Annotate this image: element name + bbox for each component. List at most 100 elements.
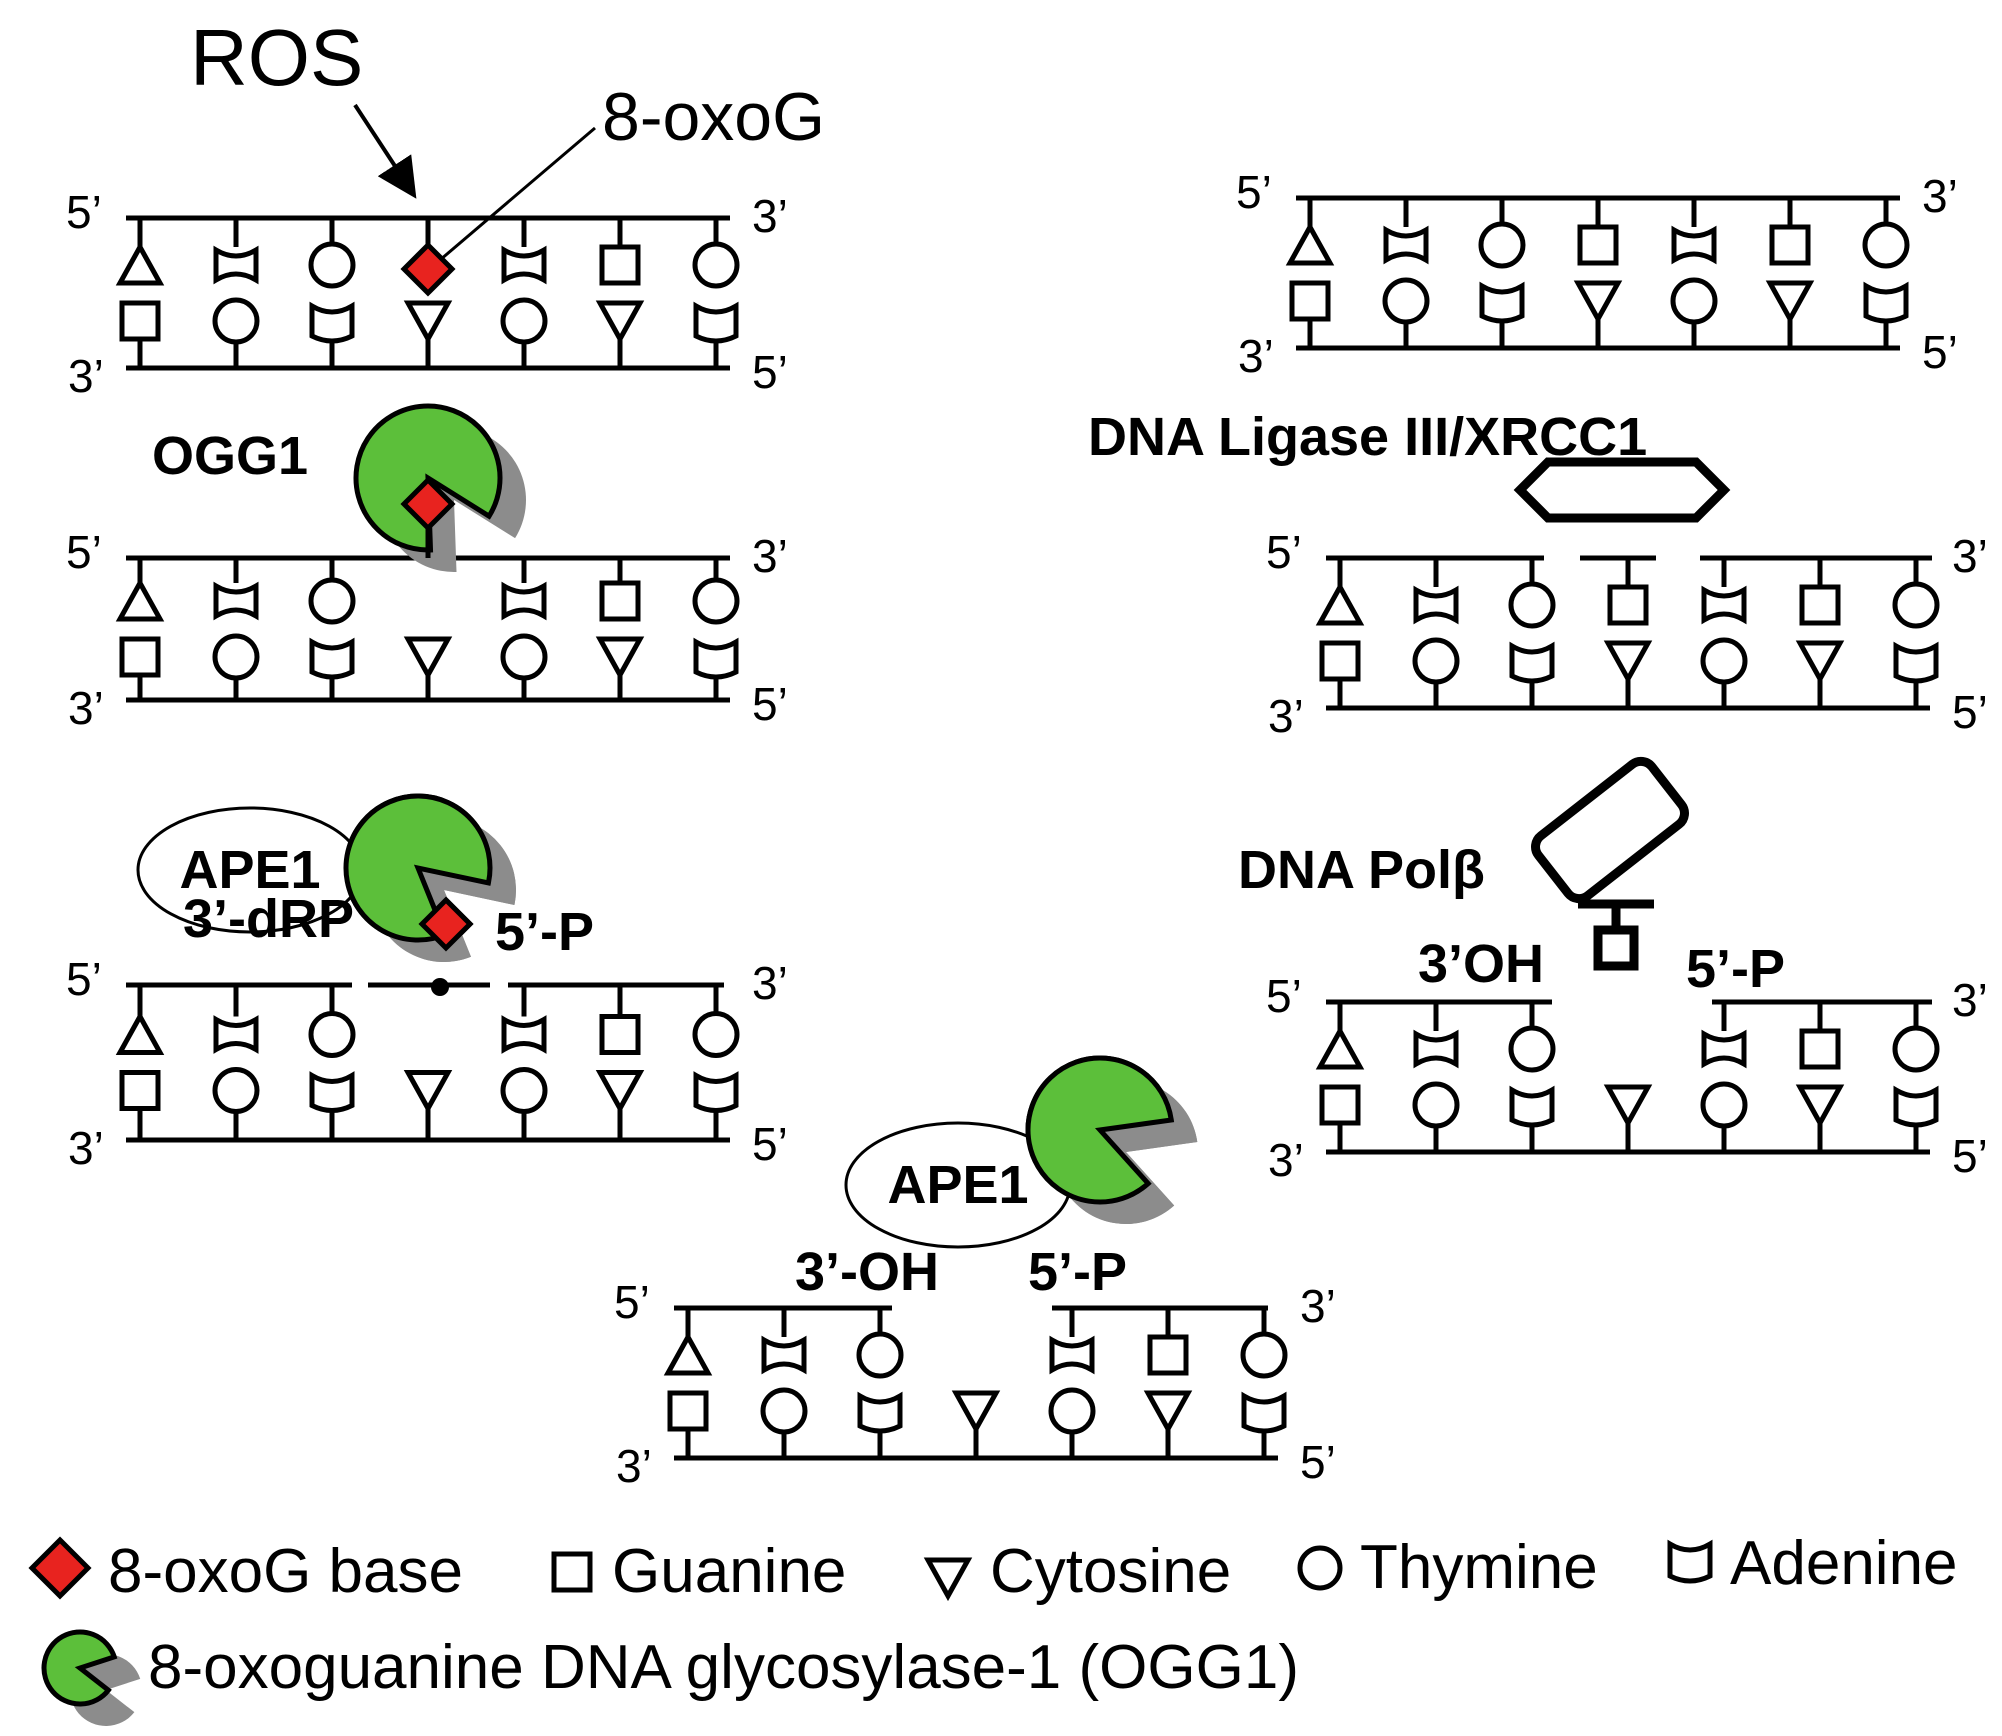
ogg1-shape bbox=[41, 1629, 118, 1707]
adenine-cup-icon bbox=[213, 581, 259, 621]
8-oxog-diamond-icon bbox=[418, 896, 474, 952]
adenine-cup-icon bbox=[309, 301, 355, 344]
strand-end-3prime: 3’ bbox=[616, 1440, 652, 1492]
guanine-square-icon bbox=[1799, 1028, 1841, 1070]
thymine-circle-icon bbox=[308, 241, 356, 289]
adenine-cup-icon bbox=[1241, 1391, 1287, 1434]
cytosine-triangle-icon bbox=[1315, 581, 1365, 626]
ogg1-enzyme-icon bbox=[343, 793, 493, 943]
thymine-circle-icon bbox=[500, 633, 548, 681]
guanine-square-icon bbox=[1607, 584, 1649, 626]
guanine-square-icon bbox=[1799, 584, 1841, 626]
cytosine-triangle-icon bbox=[1795, 1084, 1845, 1129]
thymine-circle-icon bbox=[1670, 277, 1718, 325]
cytosine-triangle-icon bbox=[403, 300, 453, 345]
cytosine-triangle-icon bbox=[595, 300, 645, 345]
strand-end-3prime: 3’ bbox=[752, 530, 788, 582]
strand-end-3prime: 3’ bbox=[1952, 974, 1988, 1026]
thymine-circle-icon bbox=[1508, 581, 1556, 629]
strand-end-3prime: 3’ bbox=[752, 190, 788, 242]
legend-cytosine-label: Cytosine bbox=[990, 1537, 1231, 1606]
thymine-circle-icon bbox=[1240, 1331, 1288, 1379]
guanine-square-icon bbox=[1147, 1334, 1189, 1376]
dna-strands-layer: 5’3’3’5’5’3’3’5’5’3’3’5’5’3’3’5’5’3’3’5’… bbox=[28, 166, 1988, 1726]
strand-end-5prime: 5’ bbox=[752, 678, 788, 730]
ape1-label-a: APE1 bbox=[179, 840, 320, 900]
strand-end-5prime: 5’ bbox=[1300, 1436, 1336, 1488]
adenine-cup-icon bbox=[1893, 1085, 1939, 1128]
adenine-cup-icon bbox=[1383, 225, 1429, 265]
polb-rectangle-icon bbox=[1531, 756, 1689, 904]
thymine-circle-icon bbox=[1412, 637, 1460, 685]
thymine-circle-icon bbox=[692, 577, 740, 625]
guanine-square-icon bbox=[1577, 224, 1619, 266]
adenine-cup-icon bbox=[309, 637, 355, 680]
ape1-label-b: APE1 bbox=[887, 1155, 1028, 1215]
strand-end-3prime: 3’ bbox=[1268, 1134, 1304, 1186]
guanine-square-icon bbox=[551, 1551, 593, 1593]
ogg1-label: OGG1 bbox=[152, 426, 308, 486]
adenine-cup-icon bbox=[213, 245, 259, 285]
adenine-cup-icon bbox=[1509, 1085, 1555, 1128]
cytosine-triangle-icon bbox=[115, 241, 165, 286]
cytosine-triangle-icon bbox=[403, 636, 453, 681]
strand-end-3prime: 3’ bbox=[68, 350, 104, 402]
ros-arrow bbox=[353, 103, 417, 199]
adenine-cup-icon bbox=[1671, 225, 1717, 265]
adenine-cup-icon bbox=[501, 245, 547, 285]
strand-end-5prime: 5’ bbox=[614, 1276, 650, 1328]
strand-end-3prime: 3’ bbox=[1238, 330, 1274, 382]
adenine-cup-icon bbox=[1893, 641, 1939, 684]
strand-end-5prime: 5’ bbox=[1266, 970, 1302, 1022]
legend-thymine-label: Thymine bbox=[1360, 1533, 1598, 1602]
thymine-circle-icon bbox=[1412, 1081, 1460, 1129]
adenine-cup-icon bbox=[693, 637, 739, 680]
abasic-site-dot bbox=[431, 978, 449, 996]
thymine-circle-icon bbox=[500, 1067, 548, 1114]
adenine-cup-icon bbox=[1413, 1029, 1459, 1069]
adenine-cup-icon bbox=[1049, 1335, 1095, 1375]
guanine-square-icon bbox=[119, 636, 161, 678]
strand-end-5prime: 5’ bbox=[66, 526, 102, 578]
adenine-cup-icon bbox=[1701, 1029, 1747, 1069]
8-oxog-diamond-icon bbox=[400, 241, 456, 297]
ogg1-shape bbox=[343, 793, 493, 943]
guanine-square-icon bbox=[1593, 925, 1639, 971]
strand-end-3prime: 3’ bbox=[68, 1122, 104, 1174]
strand-end-5prime: 5’ bbox=[1952, 1130, 1988, 1182]
thymine-circle-icon bbox=[1478, 221, 1526, 269]
adenine-cup-icon bbox=[693, 1071, 739, 1113]
legend-ogg1-label: 8-oxoguanine DNA glycosylase-1 (OGG1) bbox=[148, 1633, 1299, 1702]
strand-end-5prime: 5’ bbox=[1236, 166, 1272, 218]
strand-end-5prime: 5’ bbox=[1266, 526, 1302, 578]
polb-label: DNA Polβ bbox=[1238, 840, 1485, 900]
legend-oxog-base-label: 8-oxoG base bbox=[108, 1537, 463, 1606]
guanine-square-icon bbox=[667, 1390, 709, 1432]
ros-label: ROS bbox=[190, 13, 363, 102]
oxog-label: 8-oxoG bbox=[602, 79, 825, 155]
oh3-label-a: 3’-OH bbox=[795, 1242, 939, 1302]
adenine-cup-icon bbox=[1863, 281, 1909, 324]
p5-label-c: 5’-P bbox=[1686, 939, 1785, 999]
guanine-square-icon bbox=[599, 244, 641, 286]
thymine-circle-icon bbox=[1862, 221, 1910, 269]
strand-end-3prime: 3’ bbox=[1922, 170, 1958, 222]
adenine-cup-icon bbox=[1509, 641, 1555, 684]
thymine-circle-icon bbox=[1700, 1081, 1748, 1129]
p5-label-a: 5’-P bbox=[495, 902, 594, 962]
adenine-cup-icon bbox=[213, 1015, 259, 1054]
strand-end-3prime: 3’ bbox=[1952, 530, 1988, 582]
guanine-square-icon bbox=[599, 1014, 641, 1055]
strand-end-3prime: 3’ bbox=[752, 957, 788, 1009]
guanine-square-icon bbox=[1289, 280, 1331, 322]
adenine-cup-icon bbox=[501, 1015, 547, 1054]
oxog-pointer-line bbox=[439, 126, 596, 262]
strand-end-3prime: 3’ bbox=[1300, 1280, 1336, 1332]
drp3-label: 3’-dRP bbox=[183, 889, 354, 949]
thymine-circle-icon bbox=[1048, 1387, 1096, 1435]
cytosine-triangle-icon bbox=[115, 577, 165, 622]
thymine-circle-icon bbox=[760, 1387, 808, 1435]
cytosine-triangle-icon bbox=[1573, 280, 1623, 325]
cytosine-triangle-icon bbox=[1765, 280, 1815, 325]
